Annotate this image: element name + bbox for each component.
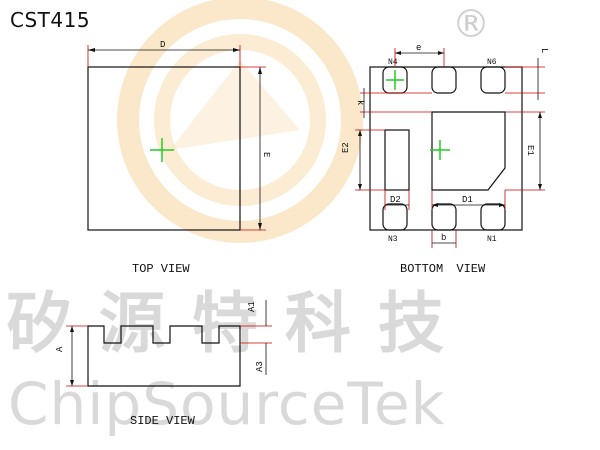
top-center-mark	[150, 138, 174, 162]
side-dim-a-label: A	[55, 346, 65, 352]
lead-n1	[480, 203, 506, 231]
side-view-caption: SIDE VIEW	[130, 414, 195, 428]
bottom-view-caption: BOTTOM VIEW	[400, 262, 486, 276]
lead-n2	[431, 203, 457, 231]
pin-label-n3: N3	[388, 235, 398, 244]
top-view: D E	[87, 40, 271, 231]
side-pad	[384, 129, 410, 191]
watermark-english: ChipSourceTek	[8, 370, 446, 438]
bottom-dim-d1-label: D1	[462, 195, 473, 205]
top-view-caption: TOP VIEW	[132, 262, 190, 276]
top-dim-d-label: D	[160, 40, 165, 50]
lead-n3	[382, 203, 408, 231]
bottom-dim-e1-label: E1	[525, 145, 535, 156]
bottom-pad-center-mark	[430, 140, 450, 160]
pin-label-n1: N1	[487, 235, 497, 244]
bottom-dim-d2-label: D2	[390, 195, 401, 205]
bottom-dim-e2-label: E2	[341, 142, 351, 153]
side-dim-a1-label: A1	[247, 301, 257, 312]
bottom-dim-l-label: L	[539, 48, 549, 53]
top-dim-e-label: E	[261, 152, 271, 157]
exposed-pad	[431, 111, 506, 191]
watermark-chinese: 矽源特科技	[6, 284, 471, 362]
side-view: A A1 A3	[55, 300, 272, 387]
bottom-dim-k-label: k	[355, 100, 365, 105]
registered-mark: ®	[452, 2, 490, 46]
bottom-dim-e-label: e	[416, 43, 421, 53]
lead-n6	[480, 66, 506, 94]
bottom-view: N4 N6 N3 N1 e L k	[341, 43, 549, 248]
part-number-title: CST415	[10, 8, 91, 32]
pin-label-n6: N6	[487, 58, 497, 67]
bottom-dim-b-label: b	[441, 233, 446, 243]
side-view-body	[87, 325, 241, 387]
side-dim-a3-label: A3	[255, 361, 265, 372]
top-view-body	[87, 66, 241, 231]
lead-n5	[431, 66, 457, 94]
pin-label-n4: N4	[388, 58, 398, 67]
bottom-pin1-center-mark	[386, 70, 404, 90]
